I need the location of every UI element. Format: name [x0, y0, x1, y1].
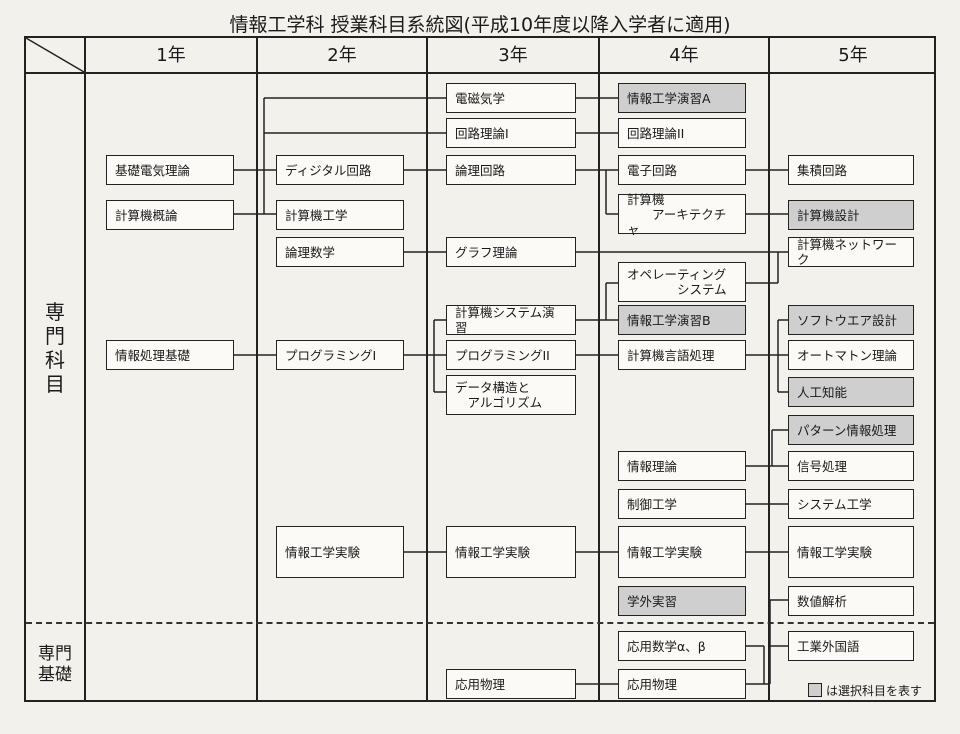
- row-label-kiso: 専門 基礎: [38, 644, 72, 685]
- course-oyo-sugaku: 応用数学α、β: [618, 631, 746, 661]
- course-sekkei: 計算機設計: [788, 200, 914, 230]
- page-title: 情報工学科 授業科目系統図(平成10年度以降入学者に適用): [229, 14, 731, 36]
- course-digital-kairo: ディジタル回路: [276, 155, 404, 185]
- course-oyo-butsuri-3: 応用物理: [446, 669, 576, 699]
- course-seigyo: 制御工学: [618, 489, 746, 519]
- row-label-senmon: 専 門 科 目: [45, 300, 65, 396]
- course-enshu-a: 情報工学演習A: [618, 83, 746, 113]
- col-divider: [84, 36, 86, 702]
- course-graph-riron: グラフ理論: [446, 237, 576, 267]
- col-divider: [598, 36, 600, 702]
- course-denshi-kairo: 電子回路: [618, 155, 746, 185]
- course-kairo-1: 回路理論I: [446, 118, 576, 148]
- course-oyo-butsuri-4: 応用物理: [618, 669, 746, 699]
- course-architecture: 計算機 アーキテクチャ: [618, 192, 746, 237]
- legend-swatch: [808, 683, 822, 697]
- course-jikken-2: 情報工学実験: [276, 526, 404, 578]
- year-2-header: 2年: [327, 45, 357, 66]
- course-gaikokugo: 工業外国語: [788, 631, 914, 661]
- chart-frame: [24, 36, 936, 702]
- course-joho-kiso: 情報処理基礎: [106, 340, 234, 370]
- year-1-header: 1年: [156, 45, 186, 66]
- course-programming-1: プログラミングI: [276, 340, 404, 370]
- corner-diagonal: [25, 37, 85, 73]
- course-pattern: パターン情報処理: [788, 415, 914, 445]
- course-system: システム工学: [788, 489, 914, 519]
- course-keisanki-kogaku: 計算機工学: [276, 200, 404, 230]
- course-data-kozo: データ構造と アルゴリズム: [446, 375, 576, 415]
- year-3-header: 3年: [498, 45, 528, 66]
- legend-text: は選択科目を表す: [826, 684, 923, 698]
- course-shuseki: 集積回路: [788, 155, 914, 185]
- course-suchi: 数値解析: [788, 586, 914, 616]
- col-divider: [426, 36, 428, 702]
- course-jikken-3: 情報工学実験: [446, 526, 576, 578]
- course-jikken-4: 情報工学実験: [618, 526, 746, 578]
- course-gengo-shori: 計算機言語処理: [618, 340, 746, 370]
- year-5-header: 5年: [838, 45, 868, 66]
- course-denjiki: 電磁気学: [446, 83, 576, 113]
- course-kairo-2: 回路理論II: [618, 118, 746, 148]
- section-divider: [26, 622, 934, 624]
- header-divider: [24, 72, 936, 74]
- course-os: オペレーティング システム: [618, 262, 746, 302]
- course-ai: 人工知能: [788, 377, 914, 407]
- course-gakugai: 学外実習: [618, 586, 746, 616]
- course-system-enshu: 計算機システム演習: [446, 305, 576, 335]
- course-ronri-sugaku: 論理数学: [276, 237, 404, 267]
- course-enshu-b: 情報工学演習B: [618, 305, 746, 335]
- course-keisanki-gairon: 計算機概論: [106, 200, 234, 230]
- course-programming-2: プログラミングII: [446, 340, 576, 370]
- col-divider: [256, 36, 258, 702]
- col-divider: [768, 36, 770, 702]
- course-software: ソフトウエア設計: [788, 305, 914, 335]
- course-network: 計算機ネットワーク: [788, 237, 914, 267]
- course-jikken-5: 情報工学実験: [788, 526, 914, 578]
- course-ronri-kairo: 論理回路: [446, 155, 576, 185]
- course-shingo: 信号処理: [788, 451, 914, 481]
- course-automaton: オートマトン理論: [788, 340, 914, 370]
- year-4-header: 4年: [669, 45, 699, 66]
- course-kiso-denki: 基礎電気理論: [106, 155, 234, 185]
- course-joho-riron: 情報理論: [618, 451, 746, 481]
